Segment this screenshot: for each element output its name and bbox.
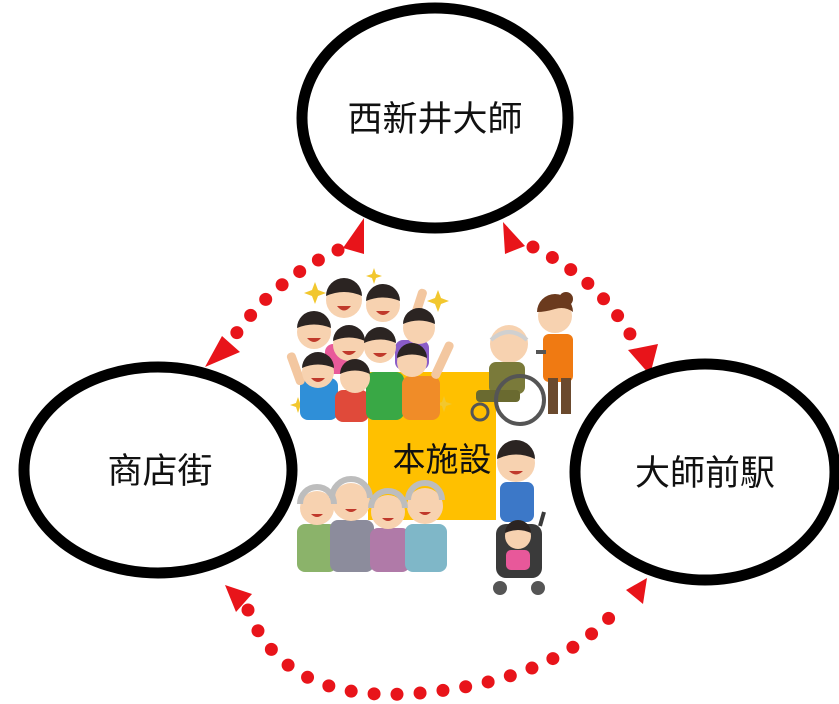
arrowhead-top-right-down [628,344,658,375]
wheelchair-caregiver-illustration [470,292,573,426]
arrowhead-bottom-left [225,585,252,612]
father-with-stroller-illustration [493,440,546,595]
connection-top-right-dots [526,240,647,359]
arrowhead-top-left-up [343,218,364,254]
place-ellipse-left [18,361,298,579]
facility-label: 本施設 [393,440,492,479]
place-ellipse-right [569,358,839,586]
cheering-children-illustration [286,268,454,422]
arrowhead-top-left-down [205,336,240,367]
arrowhead-top-right-up [503,222,525,254]
place-label-left: 商店街 [107,452,212,492]
connection-bottom-dots [241,596,629,701]
arrowhead-bottom-right [626,578,647,604]
connections [218,240,647,701]
place-label-right: 大師前駅 [635,454,775,494]
arrowheads [205,218,658,612]
place-ellipse-top [296,2,574,234]
place-label-top: 西新井大師 [347,100,522,140]
connection-top-left-dots [218,243,345,357]
elderly-group-illustration [297,476,447,572]
